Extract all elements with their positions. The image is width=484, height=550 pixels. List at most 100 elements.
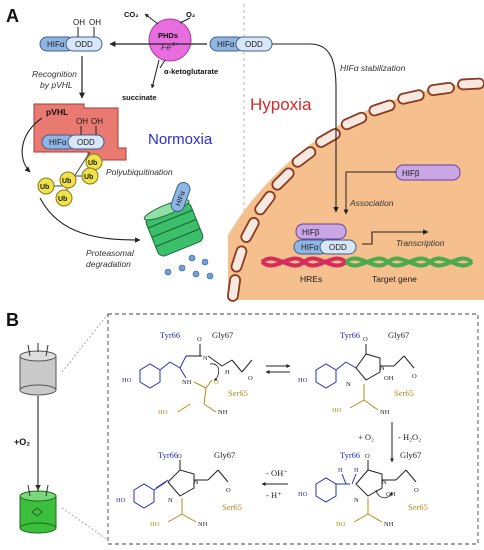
hif-alpha-hydroxylated: HIFα ODD OH OH — [39, 18, 103, 52]
hif-alpha-label-3: HIFα — [49, 138, 67, 147]
ho-label-4: HO — [116, 497, 126, 504]
nuclear-membrane — [226, 77, 484, 302]
tyr66-label-3: Tyr66 — [340, 450, 360, 460]
pvhl-label: pVHL — [46, 107, 68, 117]
ho-label-2: HO — [298, 377, 308, 384]
structure-2: Tyr66 Gly67 HO O N O N OH HO NH Ser65 — [298, 330, 417, 416]
o-label-2: O — [363, 336, 368, 343]
o-label-3b: O — [414, 487, 419, 494]
plus-o2-label: +O₂ — [14, 437, 30, 447]
tyr66-label-2: Tyr66 — [340, 330, 360, 340]
hif-alpha-label: HIFα — [47, 40, 65, 49]
hif-alpha-label-2: HIFα — [217, 40, 235, 49]
ser65-label-2: Ser65 — [394, 388, 414, 398]
ub-label-4: Ub — [40, 184, 49, 191]
structure-4-chromophore: Tyr66 Gly67 HO O N O N HO NH Ser65 — [116, 450, 242, 528]
oh-label-2: OH — [384, 375, 394, 382]
n-label-3b: N — [354, 497, 359, 504]
hif-alpha-entering-proteasome: HIFα — [170, 182, 191, 212]
alpha-kg-label: α-ketoglutarate — [164, 67, 218, 76]
gly67-label-4: Gly67 — [214, 450, 235, 460]
protein-barrel-unmatured — [19, 343, 57, 396]
panel-a-label: A — [6, 6, 19, 26]
n-label-1: N — [203, 355, 208, 362]
ho-label-3: HO — [298, 491, 308, 498]
fe-charge: 2+ — [171, 42, 179, 48]
mechanism-box — [107, 313, 479, 545]
o-label-1c: O — [214, 379, 219, 386]
o-label-2b: O — [412, 373, 417, 380]
gly67-label-1: Gly67 — [212, 330, 233, 340]
o-label-1: O — [197, 336, 202, 343]
odd-label: ODD — [75, 40, 93, 49]
ub-label-3: Ub — [62, 178, 71, 185]
co2-label: CO₂ — [124, 10, 139, 19]
h-label-3a: H — [338, 467, 343, 474]
ser65-label-1: Ser65 — [228, 388, 248, 398]
ho-label-4b: HO — [150, 521, 160, 528]
ub-label-5: Ub — [58, 196, 67, 203]
connector-top — [61, 313, 109, 373]
ho-label-1: HO — [122, 377, 132, 384]
normoxia-label: Normoxia — [148, 131, 213, 148]
hif-alpha-free: HIFα ODD — [209, 36, 273, 52]
o2-step-label: + O₂ — [358, 432, 374, 442]
n-label-4b: N — [168, 497, 173, 504]
oh-label-4: OH — [91, 117, 103, 126]
h-plus-label: - H⁺ — [266, 490, 282, 500]
ser65-label-4: Ser65 — [222, 502, 242, 512]
ub-label-1: Ub — [88, 160, 97, 167]
nh-label-2: NH — [380, 409, 390, 416]
ho-label-3b: HO — [336, 521, 346, 528]
oh-label-1: HO — [158, 409, 168, 416]
ub-label-2: Ub — [84, 174, 93, 181]
oh-label-1: OH — [73, 18, 85, 27]
h2o2-step-label: - H₂O₂ — [398, 432, 421, 442]
ho-label-2b: HO — [332, 407, 342, 414]
equilibrium-arrows — [265, 364, 291, 374]
nh-label-4: NH — [198, 521, 208, 528]
degradation-label: degradation — [86, 259, 131, 269]
gly67-label-2: Gly67 — [388, 330, 409, 340]
target-gene-label: Target gene — [372, 274, 417, 284]
polyubiquitination-label: Polyubiquitination — [106, 167, 173, 177]
o-label-4: O — [177, 453, 182, 460]
o2-label: O₂ — [186, 10, 195, 19]
hif-beta: HIFβ — [395, 164, 461, 181]
ubiquitin-chain: Ub Ub Ub Ub Ub — [37, 151, 103, 207]
odd-label-5: ODD — [329, 243, 347, 252]
hif-complex: HIFβ HIFα ODD — [293, 223, 357, 255]
oh-minus-label: - OH⁻ — [266, 468, 288, 478]
o-label-3: O — [365, 453, 370, 460]
n-label-2: N — [380, 365, 385, 372]
n-label-3: N — [382, 479, 387, 486]
dna-helix — [260, 256, 474, 268]
hypoxia-label: Hypoxia — [250, 95, 312, 114]
recognition-label: Recognition — [32, 69, 77, 79]
phds-enzyme: PHDs Fe 2+ — [148, 18, 192, 62]
h-label-1: H — [225, 369, 230, 376]
succinate-label: succinate — [122, 93, 157, 102]
hif-alpha-label-4: HIFα — [175, 190, 187, 207]
gly67-label-3: Gly67 — [400, 450, 421, 460]
structure-3: Tyr66 Gly67 HO H H O N O N OH HO NH Ser6… — [298, 450, 428, 528]
fe-label: Fe — [161, 42, 171, 52]
structure-1: Tyr66 Gly67 HO O N H O NH O HO NH Ser65 — [122, 330, 253, 416]
protein-barrel-matured — [19, 483, 57, 534]
peptide-fragments — [164, 254, 214, 280]
association-label: Association — [349, 198, 394, 208]
hif-beta-label-2: HIFβ — [302, 228, 320, 237]
o-label-4b: O — [226, 487, 231, 494]
n-label-4: N — [194, 479, 199, 486]
ser65-label-3: Ser65 — [408, 502, 428, 512]
odd-label-2: ODD — [245, 40, 263, 49]
nh-label-1: NH — [182, 379, 192, 386]
by-pvhl-label: by pVHL — [40, 80, 73, 90]
stabilization-label: HIFα stabilization — [340, 63, 406, 73]
tyr66-label-4: Tyr66 — [158, 450, 178, 460]
o-label-1b: O — [248, 375, 253, 382]
hif-alpha-label-5: HIFα — [301, 243, 319, 252]
nh-label-1b: NH — [218, 409, 228, 416]
transcription-label: Transcription — [396, 238, 445, 248]
